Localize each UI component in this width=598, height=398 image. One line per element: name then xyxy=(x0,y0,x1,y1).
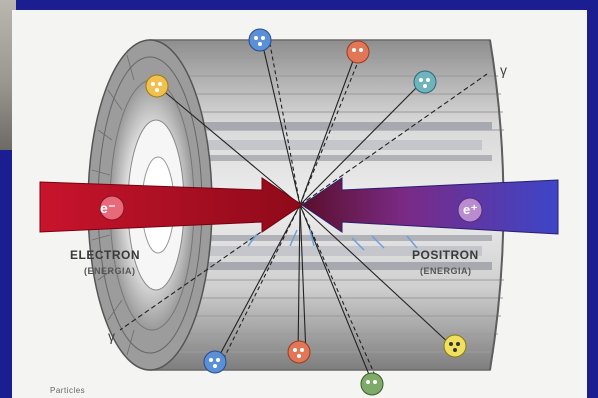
positron-sublabel: (ENERGIA) xyxy=(420,266,472,276)
particle-orange-bottom xyxy=(288,341,310,363)
positron-beam xyxy=(302,178,558,234)
particle-blue-bottom xyxy=(204,351,226,373)
electron-symbol: e⁻ xyxy=(100,200,116,217)
footer-caption: Particles xyxy=(50,386,85,395)
particle-orange-top xyxy=(347,41,369,63)
particle-green-bottom xyxy=(361,373,383,395)
positron-symbol: e⁺ xyxy=(463,202,478,218)
electron-label: ELECTRON xyxy=(70,248,140,262)
particle-yellow-right xyxy=(444,335,466,357)
gamma-label-bottom: γ xyxy=(108,328,116,344)
particle-blue-top xyxy=(249,29,271,51)
particle-yellow-left xyxy=(146,75,168,97)
positron-label: POSITRON xyxy=(412,248,479,262)
particle-teal-top xyxy=(414,71,436,93)
diagram-panel: e⁻ e⁺ ELECTRON (ENERGIA) POSITRON (ENERG… xyxy=(12,10,587,398)
electron-sublabel: (ENERGIA) xyxy=(84,266,136,276)
gamma-label-top: γ xyxy=(500,62,508,78)
